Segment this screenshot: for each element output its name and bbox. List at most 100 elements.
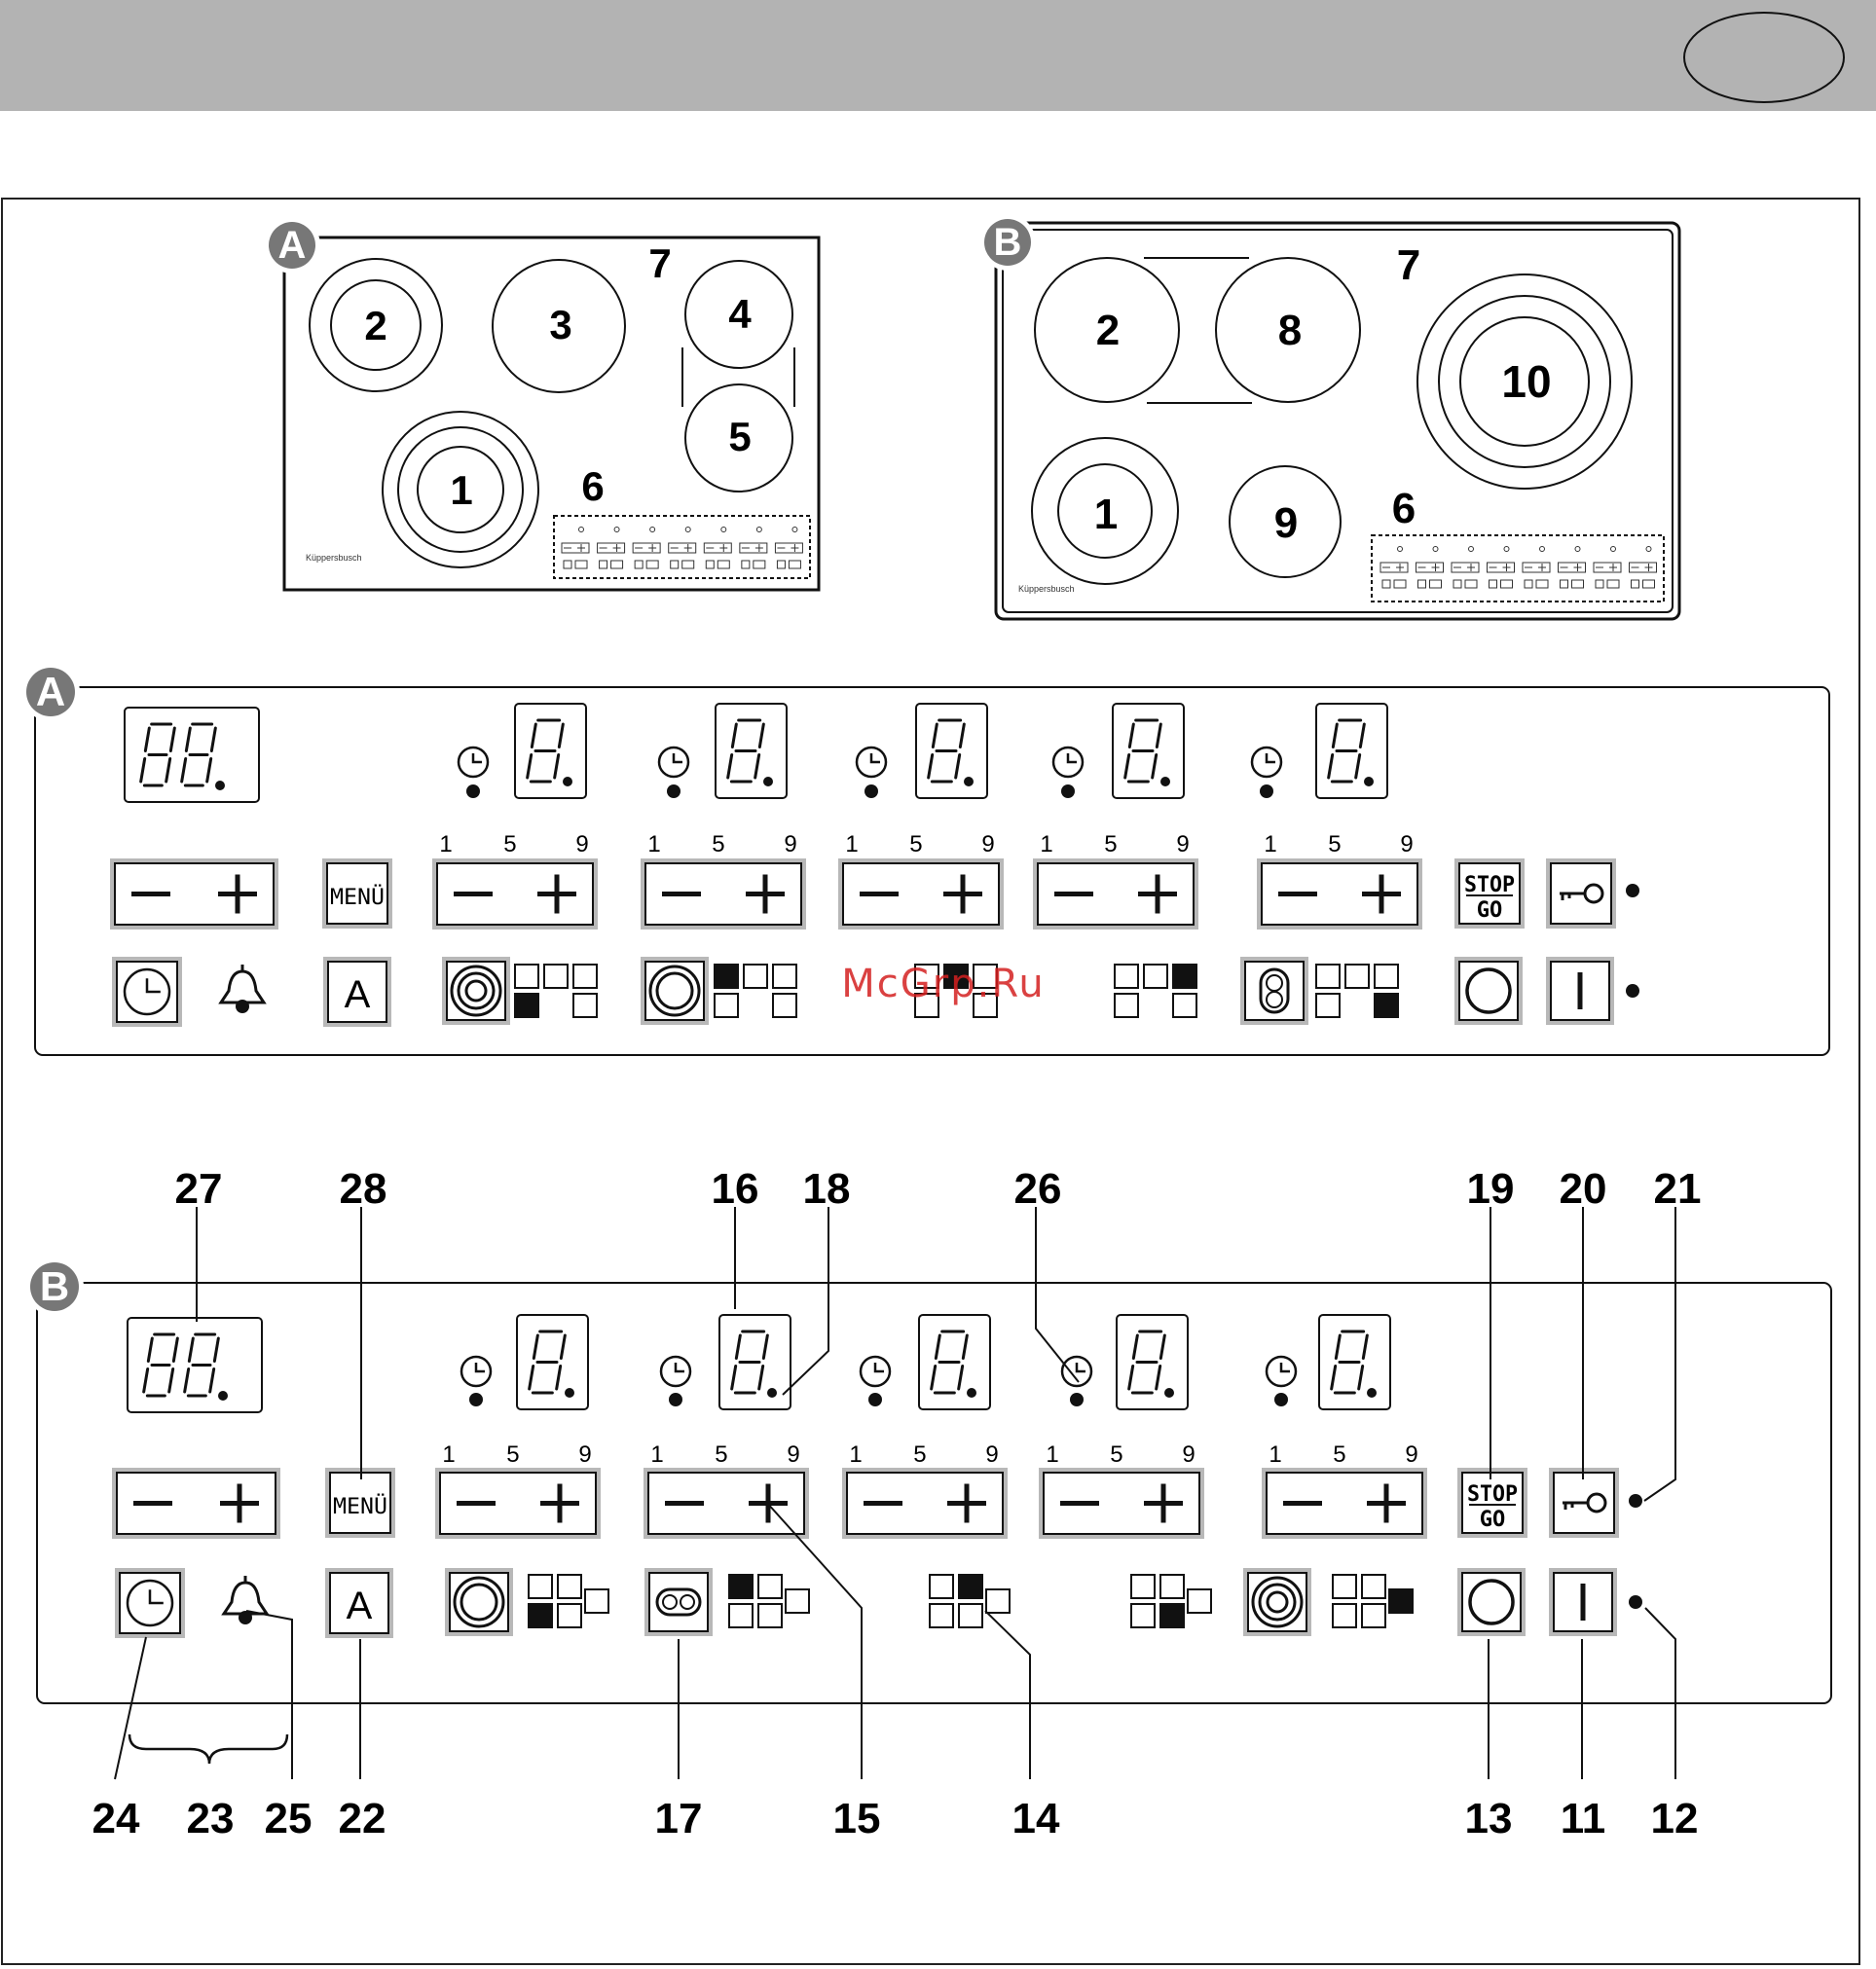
- mini-key: [575, 561, 587, 568]
- mini-key: [564, 561, 571, 568]
- zone-power-slider[interactable]: [644, 1468, 809, 1539]
- callout-22: 22: [339, 1795, 386, 1842]
- zone-position-cell: [529, 1604, 552, 1627]
- decimal-dot: [763, 777, 773, 786]
- scale-max: 9: [575, 831, 588, 857]
- display-segment: [960, 724, 964, 747]
- hob-a-zone-1: 1: [450, 467, 472, 513]
- display-segment: [166, 759, 170, 783]
- zone-timer-icon: [461, 1357, 491, 1386]
- timer-plus-minus-slider[interactable]: [112, 1468, 280, 1539]
- mini-key: [1382, 580, 1390, 588]
- mini-timer-icon: [650, 528, 655, 532]
- zone-position-cell: [558, 1575, 581, 1598]
- callout-18: 18: [803, 1165, 851, 1213]
- zone-position-indicator: [529, 1575, 608, 1627]
- header-band: [0, 0, 1876, 111]
- power-on-button[interactable]: [1549, 1568, 1617, 1636]
- hob-a-zone-5: 5: [728, 414, 751, 459]
- timer-button[interactable]: [112, 957, 182, 1027]
- zone-timer-icon: [1062, 1357, 1091, 1386]
- zone-timer-icon: [1252, 747, 1281, 777]
- display-segment: [214, 1338, 218, 1362]
- decimal-dot: [1367, 1388, 1377, 1398]
- bell-body: [224, 1583, 267, 1614]
- alarm-bell-icon[interactable]: [224, 1576, 267, 1624]
- scale-max: 9: [1400, 831, 1413, 857]
- zone-power-slider[interactable]: [842, 1468, 1008, 1539]
- clock-hands: [1281, 1363, 1290, 1371]
- zone-power-slider[interactable]: [641, 858, 806, 930]
- display-segment: [1133, 1335, 1137, 1359]
- clock-hands: [473, 753, 482, 762]
- scale-mid: 5: [913, 1441, 926, 1468]
- zone-power-display: [517, 1315, 588, 1409]
- scale-max: 9: [787, 1441, 799, 1468]
- zone-position-indicator: [1115, 965, 1196, 1017]
- display-segment: [1333, 724, 1337, 747]
- dual-zone-button[interactable]: [445, 1568, 513, 1636]
- mini-timer-icon: [614, 528, 619, 532]
- zone-position-cell: [1160, 1575, 1184, 1598]
- scale-max: 9: [1176, 831, 1189, 857]
- auto-button[interactable]: A: [325, 1568, 393, 1638]
- oval-zone-button[interactable]: [644, 1568, 713, 1636]
- timer-button[interactable]: [115, 1568, 185, 1638]
- triple-zone-button[interactable]: [442, 957, 510, 1025]
- bell-clapper: [236, 1000, 249, 1013]
- zone-timer-led: [864, 784, 878, 798]
- hob-a-diagram: A 2 3 4 5 1 7 6 Küppersbusch: [264, 217, 819, 590]
- zone-power-slider[interactable]: [1262, 1468, 1427, 1539]
- panel-b-badge-label: B: [40, 1263, 69, 1309]
- callout-13: 13: [1465, 1795, 1513, 1842]
- mini-key: [1501, 580, 1513, 588]
- decimal-dot: [563, 777, 572, 786]
- display-segment: [1356, 755, 1360, 779]
- timer-plus-minus-slider[interactable]: [110, 858, 278, 930]
- decimal-dot: [565, 1388, 574, 1398]
- display-segment: [207, 759, 211, 783]
- zone-timer-led: [1070, 1393, 1084, 1406]
- menu-button-label: MENÜ: [333, 1494, 387, 1519]
- triple-zone-button[interactable]: [1243, 1568, 1311, 1636]
- menu-button[interactable]: MENÜ: [322, 858, 392, 929]
- leader-line: [985, 1611, 1030, 1779]
- leader-line: [1036, 1207, 1079, 1382]
- zone-timer-led: [1061, 784, 1075, 798]
- zone-power-slider[interactable]: [1257, 858, 1422, 930]
- zone-position-cell: [529, 1575, 552, 1598]
- stop-label: STOP: [1467, 1482, 1518, 1507]
- child-lock-button[interactable]: [1546, 858, 1616, 929]
- display-segment: [1363, 1335, 1367, 1359]
- zone-position-cell: [758, 1575, 782, 1598]
- oval-zone-button[interactable]: [1240, 957, 1308, 1025]
- main-switch-button[interactable]: [1457, 1568, 1526, 1636]
- zone-position-cell: [1362, 1575, 1385, 1598]
- display-segment: [189, 1338, 193, 1362]
- zone-timer-led: [1260, 784, 1273, 798]
- auto-button[interactable]: A: [323, 957, 391, 1027]
- mini-timer-icon: [792, 528, 797, 532]
- zone-power-slider[interactable]: [838, 858, 1004, 930]
- alarm-bell-icon[interactable]: [221, 965, 264, 1013]
- zone-power-slider[interactable]: [435, 1468, 601, 1539]
- callout-15: 15: [833, 1795, 881, 1842]
- zone-power-display: [716, 704, 787, 798]
- dual-zone-button[interactable]: [641, 957, 709, 1025]
- display-segment: [929, 755, 933, 779]
- scale-min: 1: [1264, 831, 1276, 857]
- display-segment: [1129, 724, 1133, 747]
- child-lock-led: [1629, 1494, 1642, 1508]
- display-segment: [1160, 1335, 1164, 1359]
- scale-min: 1: [442, 1441, 455, 1468]
- display-segment: [559, 724, 563, 747]
- zone-power-slider[interactable]: [1033, 858, 1198, 930]
- power-on-button[interactable]: [1546, 957, 1614, 1025]
- zone-power-slider[interactable]: [432, 858, 598, 930]
- main-switch-button[interactable]: [1454, 957, 1523, 1025]
- display-segment: [144, 1369, 148, 1393]
- zone-power-display: [515, 704, 586, 798]
- zone-power-slider[interactable]: [1039, 1468, 1204, 1539]
